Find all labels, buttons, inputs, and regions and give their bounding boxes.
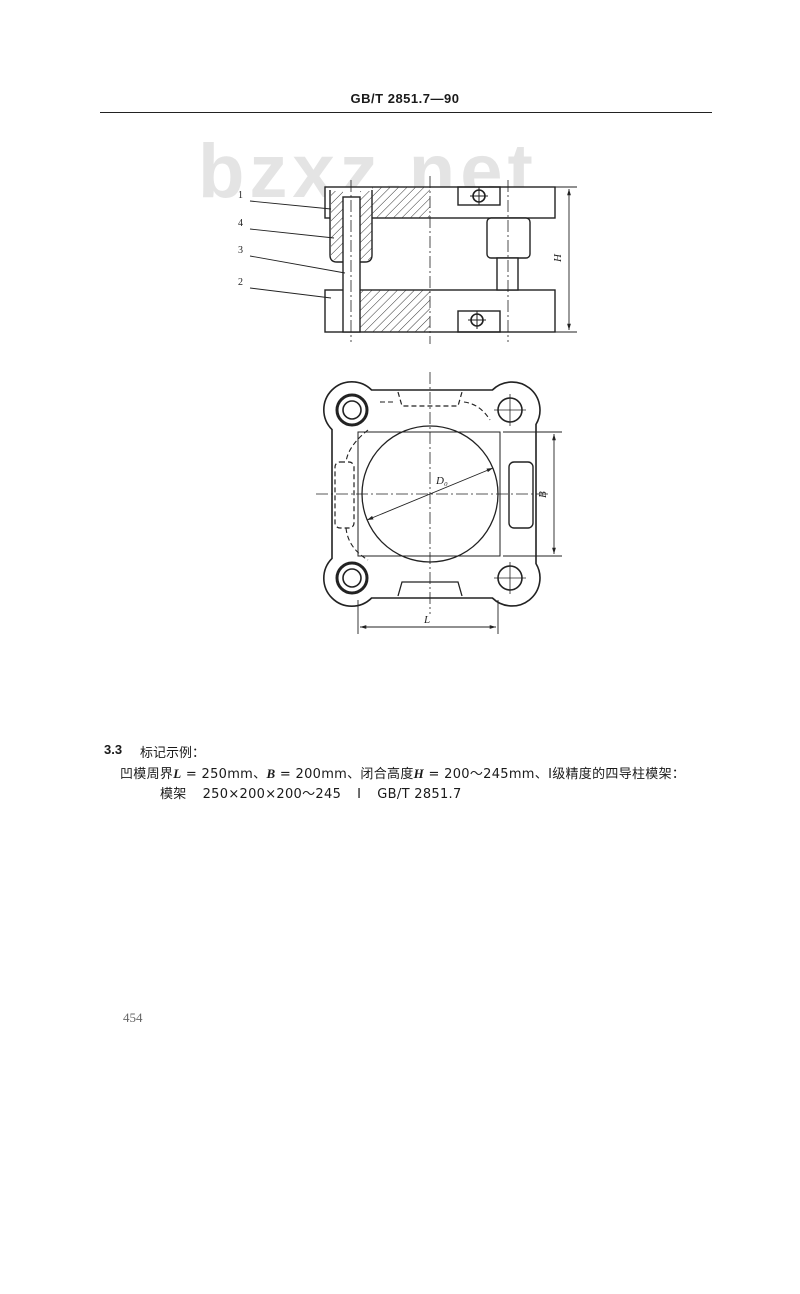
top-view-centerlines (316, 372, 550, 614)
marking-standard: GB/T 2851.7 (377, 787, 462, 802)
var-h: H (413, 766, 425, 781)
guide-bushing-top-left (335, 393, 369, 427)
guide-hole-top-right (494, 394, 526, 426)
bushing-wall-right-hatch (360, 191, 372, 260)
left-cavity-hidden (334, 461, 355, 529)
section-number: 3.3 (104, 742, 123, 757)
desc-part-3: = 200～245mm、Ⅰ级精度的四导柱模架： (424, 767, 686, 782)
marking-grade: Ⅰ (357, 787, 362, 802)
hidden-contour-top-right (463, 401, 491, 421)
standard-code-header: GB/T 2851.7—90 (350, 91, 460, 106)
dimension-h-label: H (552, 253, 564, 263)
top-view-drawing (316, 372, 562, 634)
upper-plate-section-hatch (372, 187, 430, 218)
part-label-1: 1 (238, 190, 243, 201)
top-cavity-hidden (397, 391, 463, 407)
guide-bushing-bottom-left (335, 561, 369, 595)
desc-part-2: = 200mm、闭合高度 (275, 767, 414, 782)
part-label-4: 4 (238, 218, 243, 229)
bushing-wall-left-hatch (331, 191, 343, 260)
side-view-drawing (249, 176, 577, 344)
die-pin (496, 257, 519, 291)
hidden-contour-left (345, 429, 369, 463)
dimension-h (555, 186, 577, 333)
desc-part-1: = 250mm、 (181, 767, 267, 782)
lower-screw-pocket (457, 310, 501, 333)
dimension-l-label: L (423, 614, 430, 626)
lower-screw-icon (468, 311, 486, 329)
guide-hole-bottom-right (494, 562, 526, 594)
side-view-centerlines (350, 176, 509, 344)
var-b: B (266, 766, 276, 781)
marking-size: 250×200×200～245 (202, 787, 342, 802)
part-label-2: 2 (238, 277, 243, 288)
header-rule (100, 112, 712, 113)
technical-drawings: 1 4 3 2 H (238, 176, 577, 634)
page-number: 454 (123, 1010, 143, 1025)
section-title: 标记示例： (140, 746, 206, 761)
die-block (486, 217, 531, 259)
dimension-b (503, 431, 562, 557)
upper-screw-icon (470, 187, 488, 205)
marking-example-description: 凹模周界L = 250mm、B = 200mm、闭合高度H = 200～245m… (120, 763, 685, 782)
desc-part-0: 凹模周界 (120, 767, 174, 782)
dimension-l (357, 600, 499, 634)
var-l: L (173, 766, 182, 781)
guide-pillar (342, 196, 361, 333)
marking-name: 模架 (160, 787, 187, 802)
dimension-d0-label: D₀ (435, 475, 448, 487)
marking-example-code: 模架 250×200×200～245 Ⅰ GB/T 2851.7 (160, 783, 478, 802)
part-label-3: 3 (238, 245, 243, 256)
right-cavity (508, 461, 534, 529)
dimension-b-label: B (537, 491, 549, 498)
lower-plate-section-hatch (360, 290, 430, 332)
hidden-contour-left-lower (345, 527, 369, 561)
part-leader-lines (249, 200, 346, 299)
